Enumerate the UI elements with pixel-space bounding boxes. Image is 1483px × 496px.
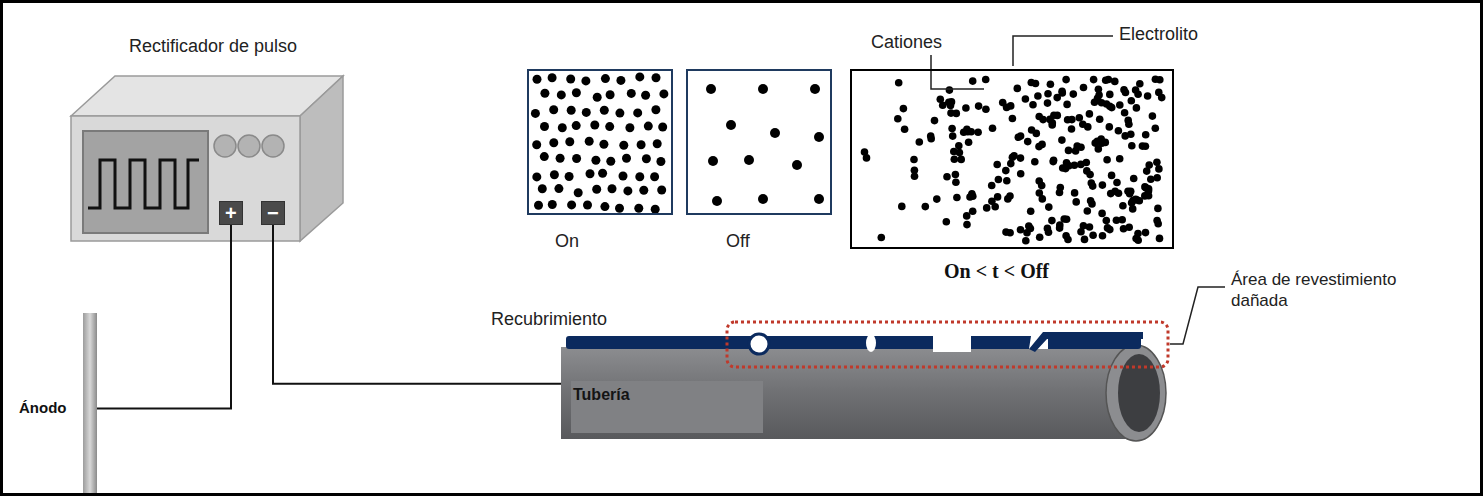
node-label: Ánodo [19, 399, 66, 417]
coating-gap [933, 334, 971, 352]
part-label: Recubrimiento [491, 308, 607, 331]
on-state-box: On [527, 69, 673, 215]
coating-hole [866, 334, 876, 352]
rectifier-side [300, 76, 343, 241]
leader-line [931, 55, 984, 89]
cation-dots [706, 84, 824, 206]
knob [214, 135, 236, 157]
rectifier-front [71, 116, 300, 241]
damaged-area-outline [727, 322, 1168, 367]
node-label: Tubería [573, 385, 630, 404]
negative-terminal: − [261, 201, 285, 225]
leader-line [1170, 287, 1225, 344]
node-label: + [225, 201, 237, 225]
leader-line [1013, 36, 1113, 66]
pipe-end [1106, 345, 1166, 441]
pipe-body [561, 347, 1138, 439]
off-state-box: Off [686, 69, 832, 215]
cation-dots [531, 72, 669, 213]
knob [262, 135, 284, 157]
positive-terminal: + [219, 201, 243, 225]
node-label: On [555, 231, 579, 253]
square-wave [88, 160, 199, 208]
cation-dots [861, 76, 1166, 245]
rectifier-top [71, 76, 343, 116]
wire [97, 225, 231, 408]
coating-blister [749, 334, 769, 354]
rectifier-screen [83, 131, 208, 233]
anode-rod: Ánodo [83, 313, 97, 493]
node-label: − [267, 201, 279, 225]
knob [238, 135, 260, 157]
node-label: On < t < Off [944, 259, 1049, 283]
pipe: Tubería [561, 347, 1138, 439]
node-label: Rectificador de pulso [129, 36, 297, 58]
wire [273, 225, 561, 384]
coating-lifted [1029, 332, 1143, 352]
callout-label: Cationes [871, 31, 942, 54]
node-label: Off [726, 231, 750, 253]
callout-label: Área de revestimiento dañada [1231, 269, 1431, 312]
pipe-label-patch [571, 381, 763, 433]
callout-label: Electrolito [1119, 23, 1198, 46]
transition-box: On < t < Off [850, 69, 1174, 249]
rectifier-box: Rectificador de pulso+− [71, 116, 300, 241]
node-layer: Rectificador de pulso+−OnOffOn < t < Off… [3, 3, 1480, 493]
